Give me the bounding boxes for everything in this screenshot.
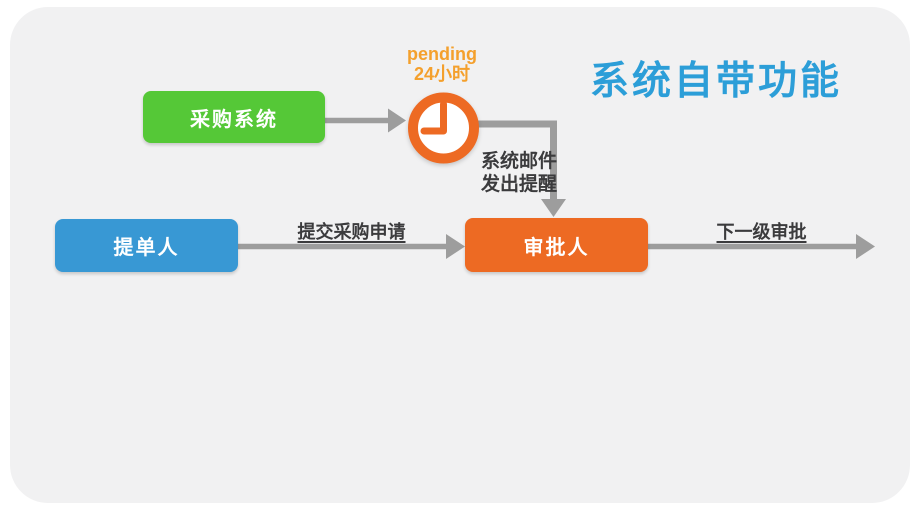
node-approver: 审批人: [465, 218, 648, 272]
email-reminder-label: 系统邮件 发出提醒: [478, 150, 560, 196]
page-title: 系统自带功能: [590, 60, 843, 103]
node-purchasing-system: 采购系统: [143, 91, 325, 143]
pending-line2: 24小时: [413, 64, 471, 84]
email-reminder-line2: 发出提醒: [480, 174, 557, 195]
node-purchasing-system-label: 采购系统: [190, 108, 278, 131]
edge-label-submit-request: 提交采购申请: [297, 222, 406, 242]
node-requester: 提单人: [55, 219, 238, 272]
node-approver-label: 审批人: [523, 236, 590, 259]
pending-line1: pending: [407, 44, 477, 64]
pending-duration-label: pending 24小时: [381, 44, 503, 84]
edge-label-next-level-approval: 下一级审批: [716, 222, 807, 242]
email-reminder-line1: 系统邮件: [480, 151, 557, 172]
node-requester-label: 提单人: [113, 237, 180, 259]
